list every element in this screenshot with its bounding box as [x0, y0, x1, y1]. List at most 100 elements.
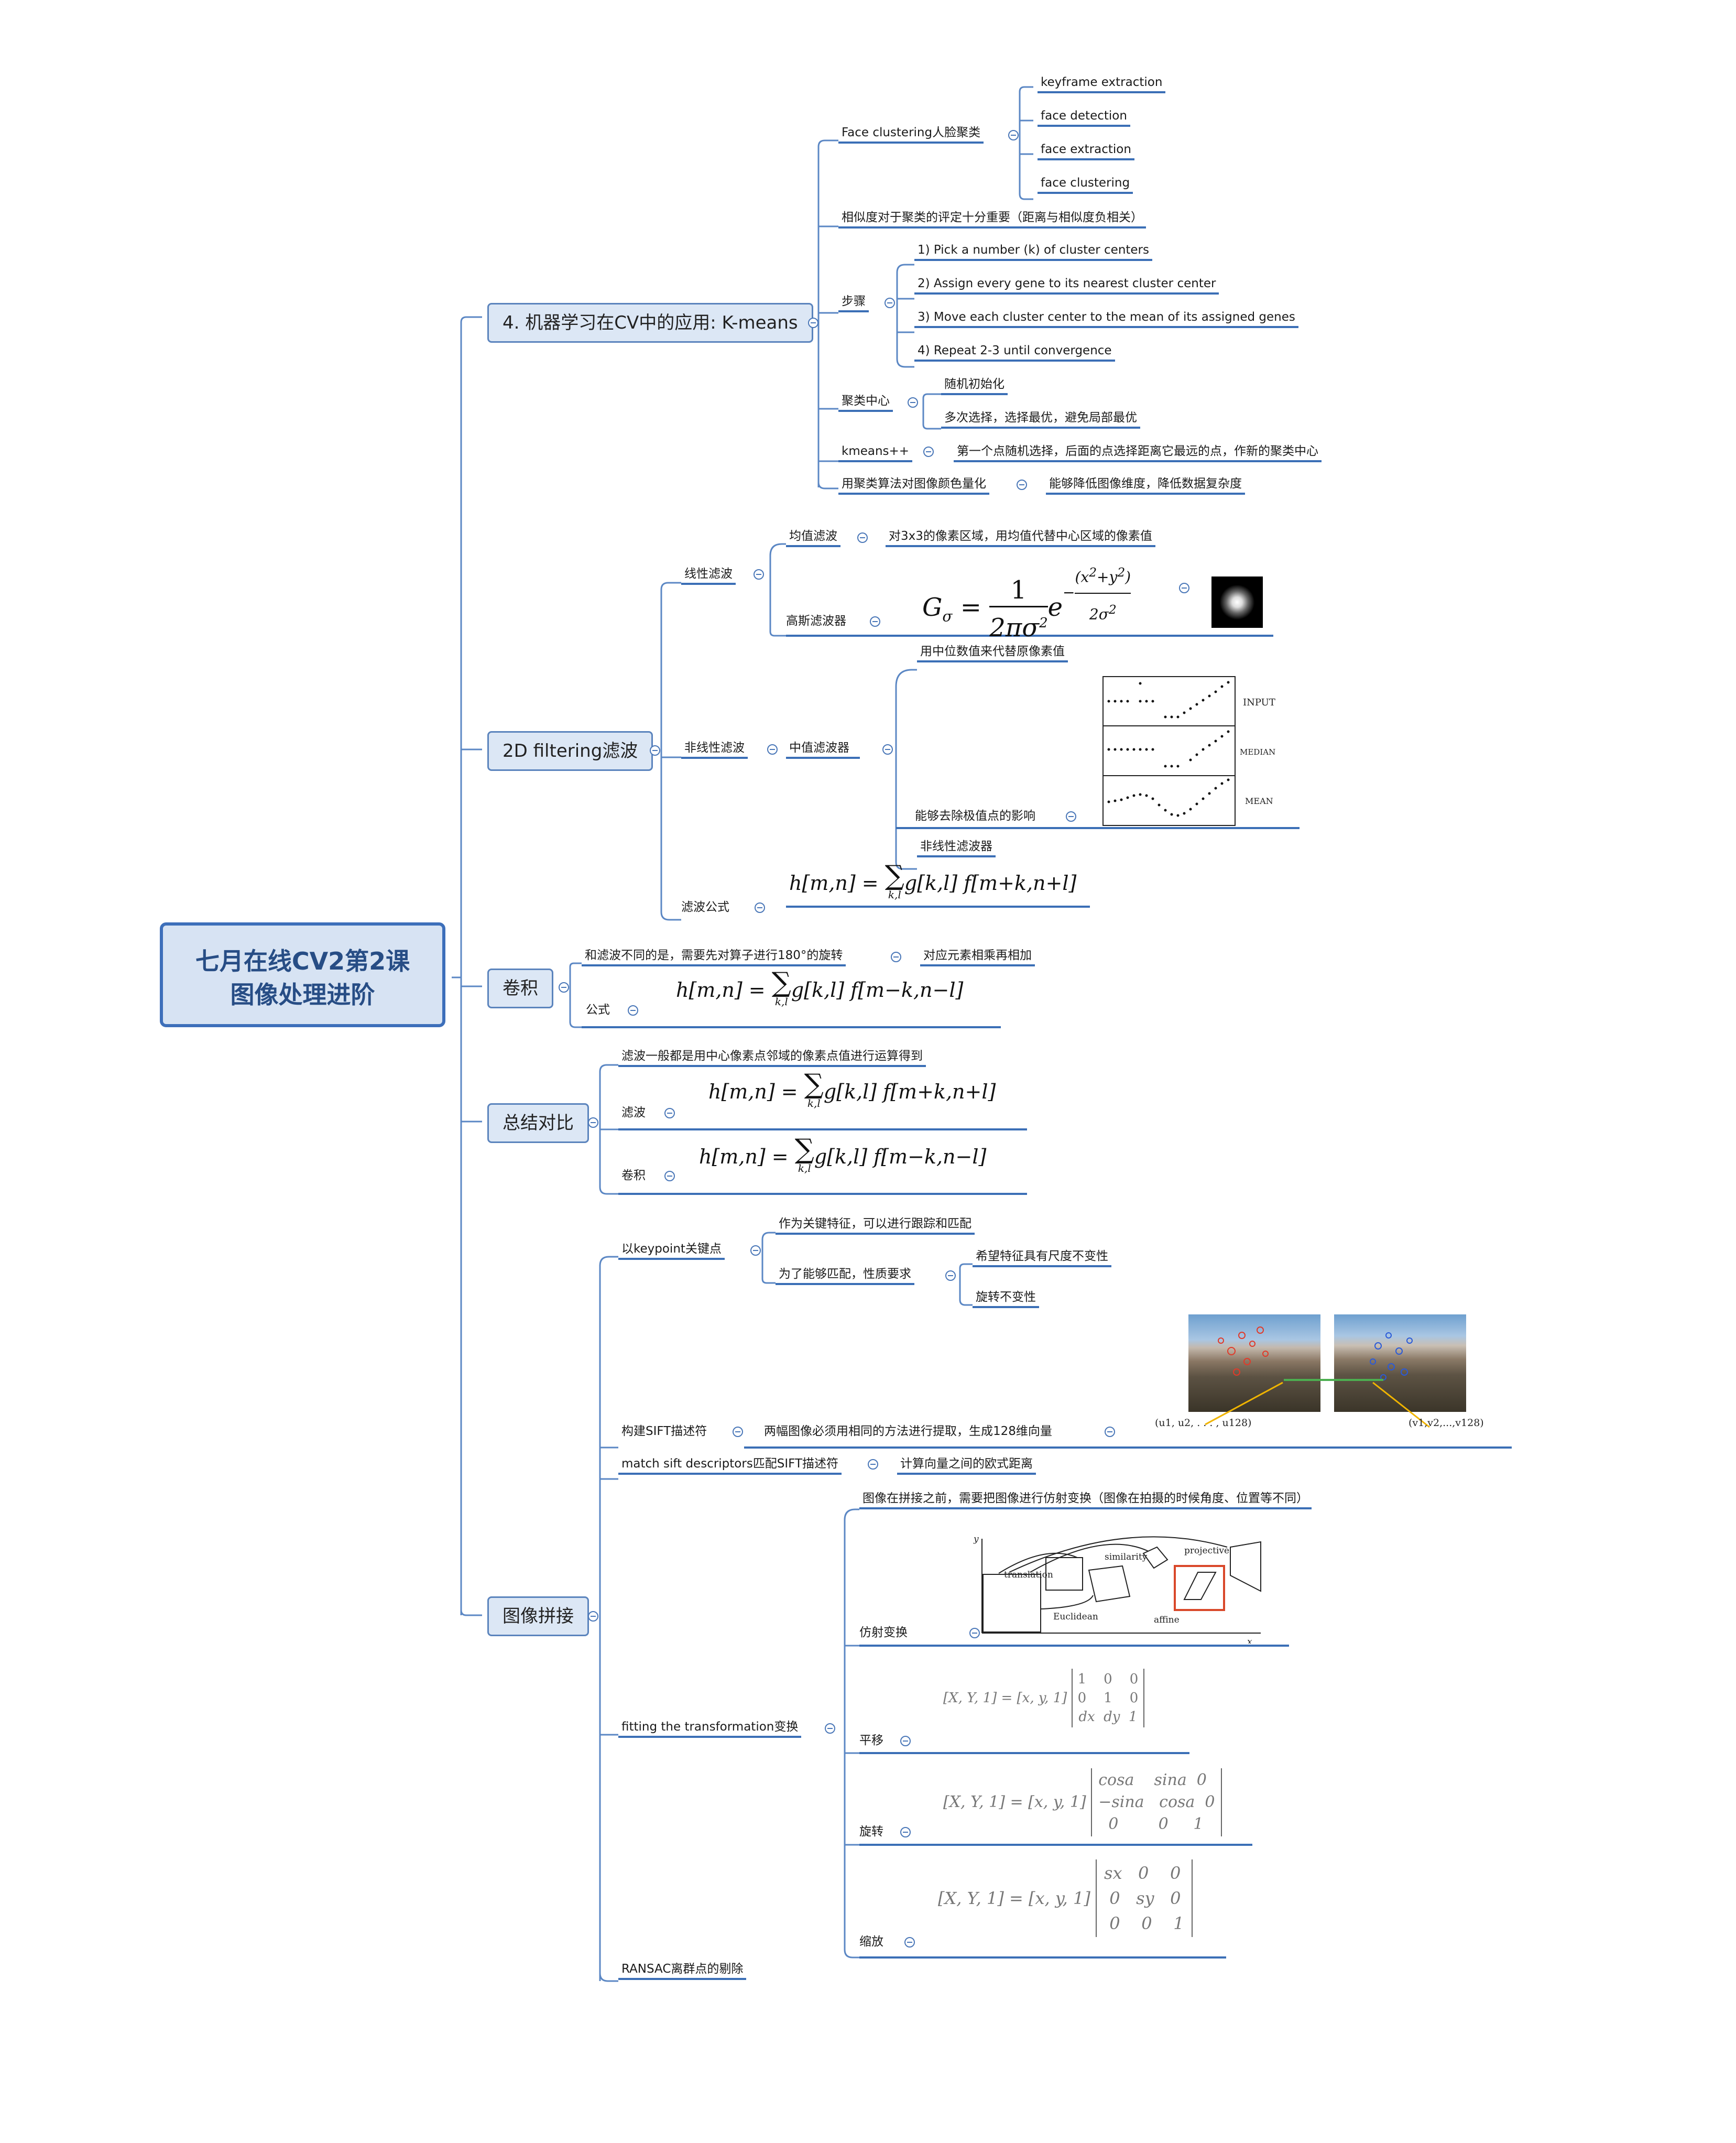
collapse-toggle-icon[interactable] [1105, 1427, 1115, 1437]
mountain-photo-left [1188, 1314, 1320, 1412]
collapse-toggle-icon[interactable] [664, 1171, 675, 1181]
gaussian-kernel-image [1211, 576, 1263, 628]
collapse-toggle-icon[interactable] [825, 1723, 835, 1734]
collapse-toggle-icon[interactable] [870, 616, 880, 627]
translate-matrix: [X, Y, 1] = [x, y, 1] 1 0 0 0 1 0 dx dy … [943, 1669, 1145, 1727]
collapse-toggle-icon[interactable] [885, 298, 895, 308]
collapse-toggle-icon[interactable] [664, 1108, 675, 1118]
face-item-clustering[interactable]: face clustering [1038, 175, 1133, 194]
steps-node[interactable]: 步骤 [838, 293, 869, 312]
plot-label-median: MEDIAN [1240, 747, 1275, 757]
match-sift-desc[interactable]: 计算向量之间的欧式距离 [897, 1456, 1036, 1475]
ransac-node[interactable]: RANSAC离群点的剔除 [618, 1961, 747, 1980]
collapse-toggle-icon[interactable] [900, 1827, 911, 1837]
conv-formula-node[interactable]: 公式 [586, 1003, 610, 1017]
summary-filter-node[interactable]: 滤波 [621, 1106, 646, 1119]
collapse-toggle-icon[interactable] [559, 982, 569, 993]
topic-2d-filtering[interactable]: 2D filtering滤波 [487, 731, 653, 771]
median-desc[interactable]: 用中位数值来代替原像素值 [917, 644, 1068, 662]
step-4[interactable]: 4) Repeat 2-3 until convergence [914, 343, 1115, 362]
keypoint-node[interactable]: 以keypoint关键点 [618, 1241, 725, 1260]
collapse-toggle-icon[interactable] [1008, 130, 1019, 140]
step-1[interactable]: 1) Pick a number (k) of cluster centers [914, 242, 1152, 261]
similarity-node[interactable]: 相似度对于聚类的评定十分重要（距离与相似度负相关） [838, 210, 1146, 229]
topic-convolution[interactable]: 卷积 [487, 969, 553, 1008]
collapse-toggle-icon[interactable] [868, 1459, 878, 1470]
collapse-toggle-icon[interactable] [882, 744, 893, 755]
affine-node[interactable]: 仿射变换 [859, 1626, 908, 1639]
translate-node[interactable]: 平移 [859, 1734, 883, 1747]
kmeanspp-desc[interactable]: 第一个点随机选择，后面的点选择距离它最远的点，作新的聚类中心 [954, 443, 1322, 462]
root-topic[interactable]: 七月在线CV2第2课 图像处理进阶 [160, 922, 445, 1027]
collapse-toggle-icon[interactable] [650, 745, 660, 756]
mean-filter-node[interactable]: 均值滤波 [786, 528, 840, 547]
collapse-toggle-icon[interactable] [1179, 583, 1189, 593]
color-quant-node[interactable]: 用聚类算法对图像颜色量化 [838, 476, 989, 495]
cluster-center-node[interactable]: 聚类中心 [838, 393, 893, 412]
collapse-toggle-icon[interactable] [1017, 480, 1027, 490]
conv-rotate-node[interactable]: 和滤波不同的是，需要先对算子进行180°的旋转 [582, 948, 846, 966]
v-vector-label: (v1,v2,...,v128) [1409, 1417, 1484, 1429]
root-title-line1: 七月在线CV2第2课 [195, 947, 410, 975]
conv-multiply-node[interactable]: 对应元素相乘再相加 [920, 948, 1035, 966]
mean-filter-desc[interactable]: 对3x3的像素区域，用均值代替中心区域的像素值 [886, 528, 1155, 547]
tf-label-translation: translation [1004, 1570, 1053, 1580]
center-random-init[interactable]: 随机初始化 [941, 376, 1008, 395]
tf-label-affine: affine [1154, 1615, 1180, 1625]
collapse-toggle-icon[interactable] [923, 447, 934, 457]
topic-summary[interactable]: 总结对比 [487, 1103, 589, 1143]
rotation-invariance-node[interactable]: 旋转不变性 [973, 1289, 1039, 1308]
center-multi-select[interactable]: 多次选择，选择最优，避免局部最优 [941, 410, 1140, 429]
affine-pre-node[interactable]: 图像在拼接之前，需要把图像进行仿射变换（图像在拍摄的时候角度、位置等不同） [859, 1491, 1312, 1509]
face-clustering-node[interactable]: Face clustering人脸聚类 [838, 125, 984, 144]
collapse-toggle-icon[interactable] [900, 1736, 911, 1746]
collapse-toggle-icon[interactable] [750, 1245, 761, 1256]
collapse-toggle-icon[interactable] [857, 532, 868, 543]
collapse-toggle-icon[interactable] [904, 1937, 915, 1948]
collapse-toggle-icon[interactable] [767, 744, 778, 755]
face-item-keyframe[interactable]: keyframe extraction [1038, 74, 1166, 93]
collapse-toggle-icon[interactable] [733, 1427, 743, 1437]
fitting-node[interactable]: fitting the transformation变换 [618, 1719, 802, 1738]
topic-kmeans[interactable]: 4. 机器学习在CV中的应用: K-means [487, 303, 813, 343]
sift-desc[interactable]: 两幅图像必须用相同的方法进行提取，生成128维向量 [764, 1424, 1052, 1438]
collapse-toggle-icon[interactable] [969, 1628, 980, 1638]
linear-filter-node[interactable]: 线性滤波 [681, 566, 736, 585]
sift-node[interactable]: 构建SIFT描述符 [621, 1424, 707, 1438]
collapse-toggle-icon[interactable] [908, 397, 918, 408]
step-2[interactable]: 2) Assign every gene to its nearest clus… [914, 276, 1219, 295]
kmeanspp-node[interactable]: kmeans++ [838, 443, 913, 462]
face-item-detection[interactable]: face detection [1038, 108, 1130, 127]
scale-invariance-node[interactable]: 希望特征具有尺度不变性 [973, 1248, 1111, 1267]
collapse-toggle-icon[interactable] [754, 569, 764, 580]
collapse-toggle-icon[interactable] [808, 318, 818, 328]
collapse-toggle-icon[interactable] [755, 902, 765, 913]
nonlinear-filter-label[interactable]: 非线性滤波器 [917, 839, 996, 857]
keypoint-requirement-node[interactable]: 为了能够匹配，性质要求 [776, 1266, 914, 1285]
scale-node[interactable]: 缩放 [859, 1935, 883, 1949]
median-filter-node[interactable]: 中值滤波器 [786, 740, 860, 759]
keypoint-track-node[interactable]: 作为关键特征，可以进行跟踪和匹配 [776, 1216, 975, 1235]
face-item-extraction[interactable]: face extraction [1038, 142, 1134, 160]
collapse-toggle-icon[interactable] [588, 1611, 598, 1622]
collapse-toggle-icon[interactable] [891, 952, 901, 962]
outlier-removal-node[interactable]: 能够去除极值点的影响 [915, 809, 1035, 823]
collapse-toggle-icon[interactable] [628, 1005, 638, 1016]
summary-conv-node[interactable]: 卷积 [621, 1169, 646, 1182]
nonlinear-filter-node[interactable]: 非线性滤波 [681, 740, 748, 759]
gauss-filter-node[interactable]: 高斯滤波器 [786, 614, 846, 628]
step-3[interactable]: 3) Move each cluster center to the mean … [914, 309, 1298, 328]
collapse-toggle-icon[interactable] [1066, 811, 1076, 822]
plot-label-mean: MEAN [1245, 796, 1273, 806]
topic-image-stitching[interactable]: 图像拼接 [487, 1596, 589, 1636]
collapse-toggle-icon[interactable] [945, 1270, 956, 1281]
match-sift-node[interactable]: match sift descriptors匹配SIFT描述符 [618, 1456, 842, 1475]
color-quant-desc[interactable]: 能够降低图像维度，降低数据复杂度 [1046, 476, 1245, 495]
filter-formula-node[interactable]: 滤波公式 [681, 900, 729, 914]
summary-desc[interactable]: 滤波一般都是用中心像素点邻域的像素点值进行运算得到 [618, 1048, 926, 1067]
collapse-toggle-icon[interactable] [588, 1117, 598, 1128]
rotate-node[interactable]: 旋转 [859, 1825, 883, 1839]
